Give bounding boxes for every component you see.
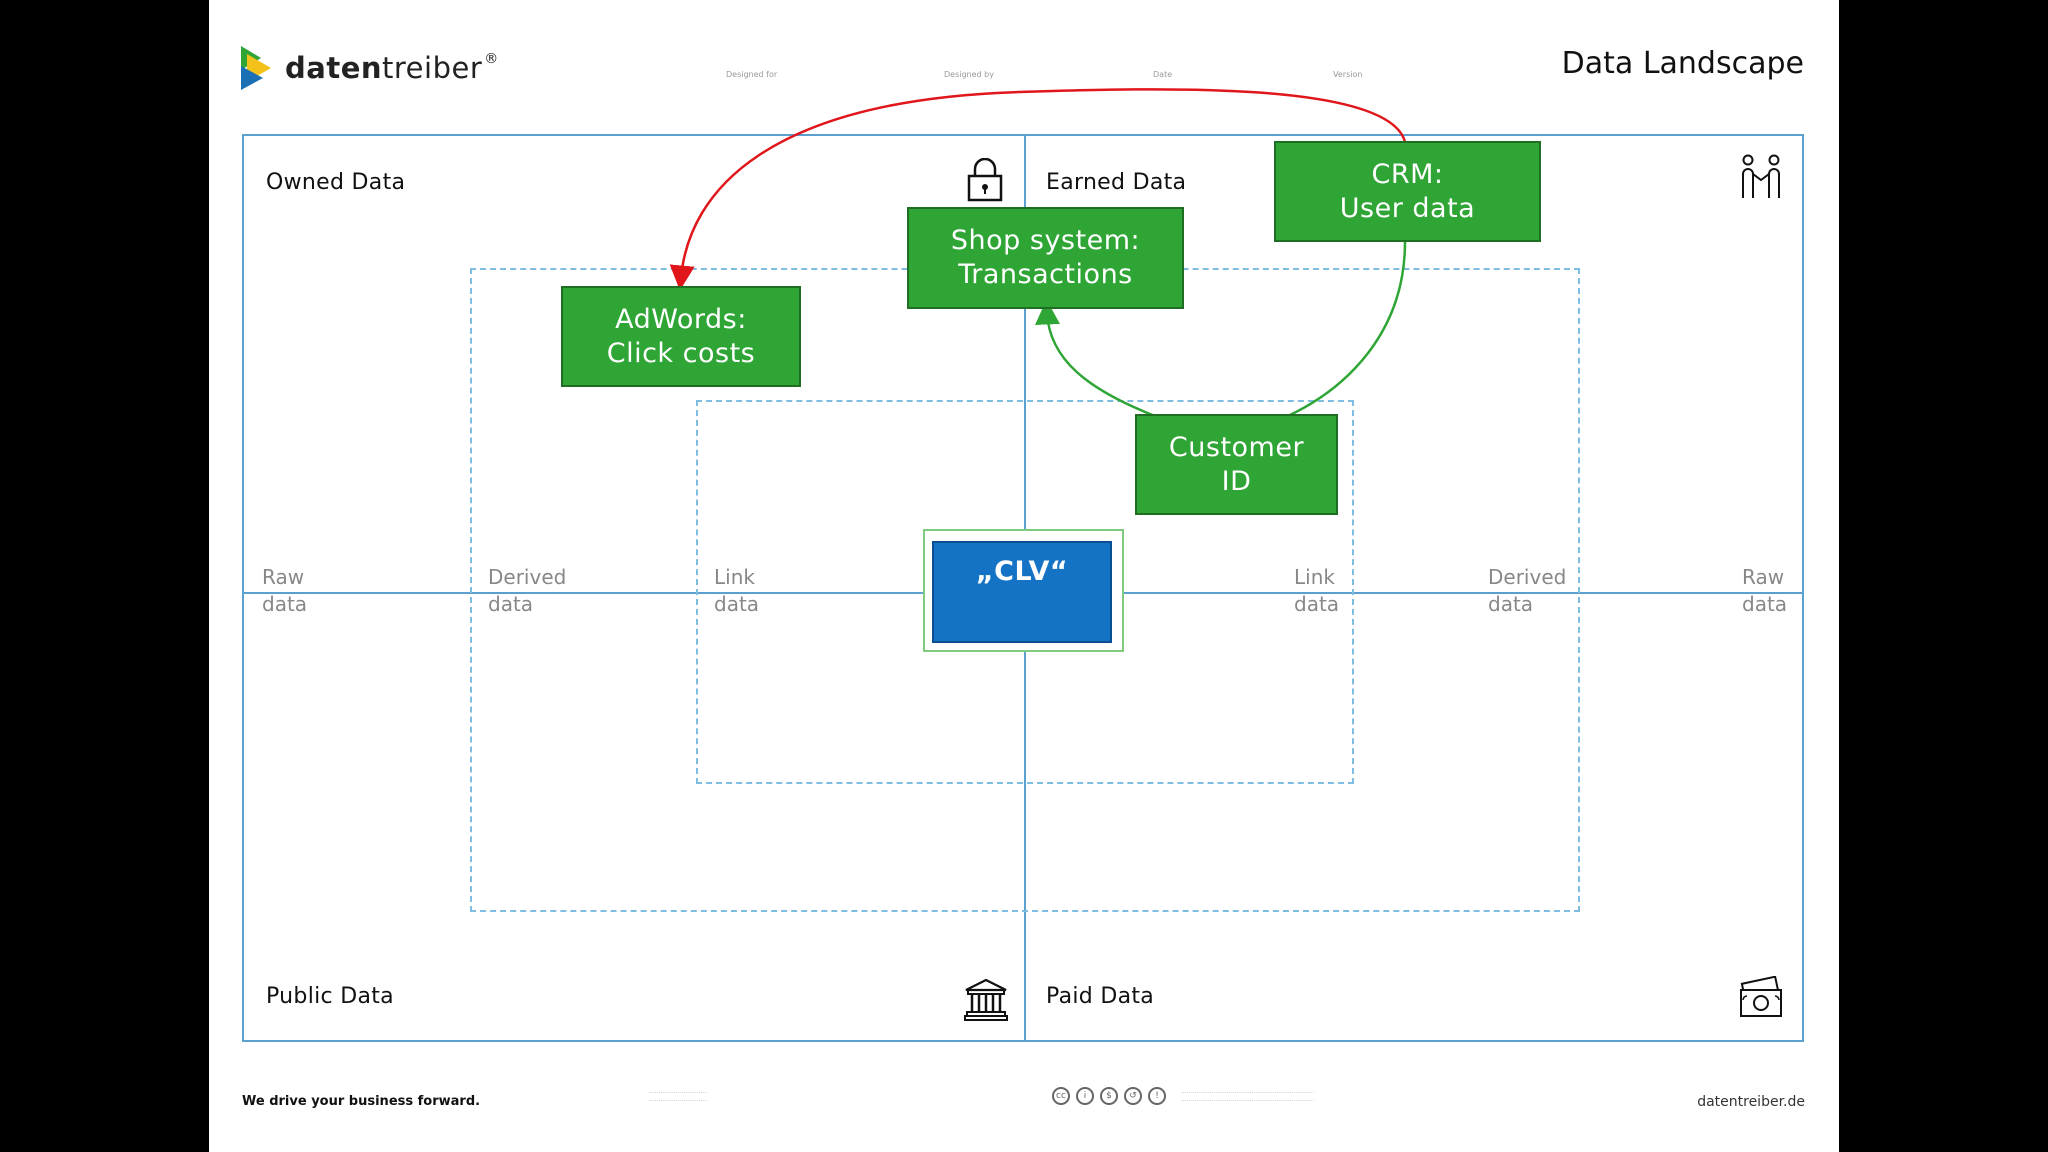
cc-nc-icon: $	[1100, 1087, 1118, 1105]
quadrant-owned-label: Owned Data	[266, 170, 406, 195]
sticky-crm-user-data[interactable]: CRM:User data	[1274, 141, 1541, 242]
lock-icon	[967, 158, 1003, 202]
link-data-zone	[696, 400, 1354, 784]
footer-license-fineprint: ········································…	[1181, 1090, 1315, 1105]
meta-designed-for: Designed for	[726, 70, 778, 79]
sticky-adwords[interactable]: AdWords:Click costs	[561, 286, 801, 387]
cc-by-icon: i	[1076, 1087, 1094, 1105]
logo-text: datentreiber®	[285, 51, 499, 85]
footer-website[interactable]: datentreiber.de	[1697, 1094, 1805, 1110]
sticky-shop-system[interactable]: Shop system:Transactions	[907, 207, 1184, 309]
quadrant-earned-label: Earned Data	[1046, 170, 1187, 195]
cc-attrib-icon: !	[1148, 1087, 1166, 1105]
meta-date: Date	[1153, 70, 1173, 79]
footer-tagline: We drive your business forward.	[242, 1094, 481, 1109]
cc-sa-icon: ↺	[1124, 1087, 1142, 1105]
footer-fineprint: ········································…	[649, 1090, 709, 1105]
canvas: datentreiber® Designed for Designed by D…	[209, 0, 1839, 1152]
quadrant-public-label: Public Data	[266, 984, 394, 1009]
logo: datentreiber®	[241, 46, 499, 90]
money-icon	[1740, 976, 1782, 1017]
cc-icon: cc	[1052, 1087, 1070, 1105]
quadrant-paid-label: Paid Data	[1046, 984, 1155, 1009]
institution-icon	[964, 978, 1008, 1021]
meta-version: Version	[1333, 70, 1363, 79]
sticky-clv[interactable]: „CLV“	[932, 541, 1112, 643]
license-icons: cc i $ ↺ !	[1052, 1087, 1166, 1105]
meta-designed-by: Designed by	[944, 70, 994, 79]
handshake-icon	[1742, 154, 1780, 198]
page-title: Data Landscape	[1561, 46, 1804, 81]
logo-mark-icon	[241, 46, 271, 90]
